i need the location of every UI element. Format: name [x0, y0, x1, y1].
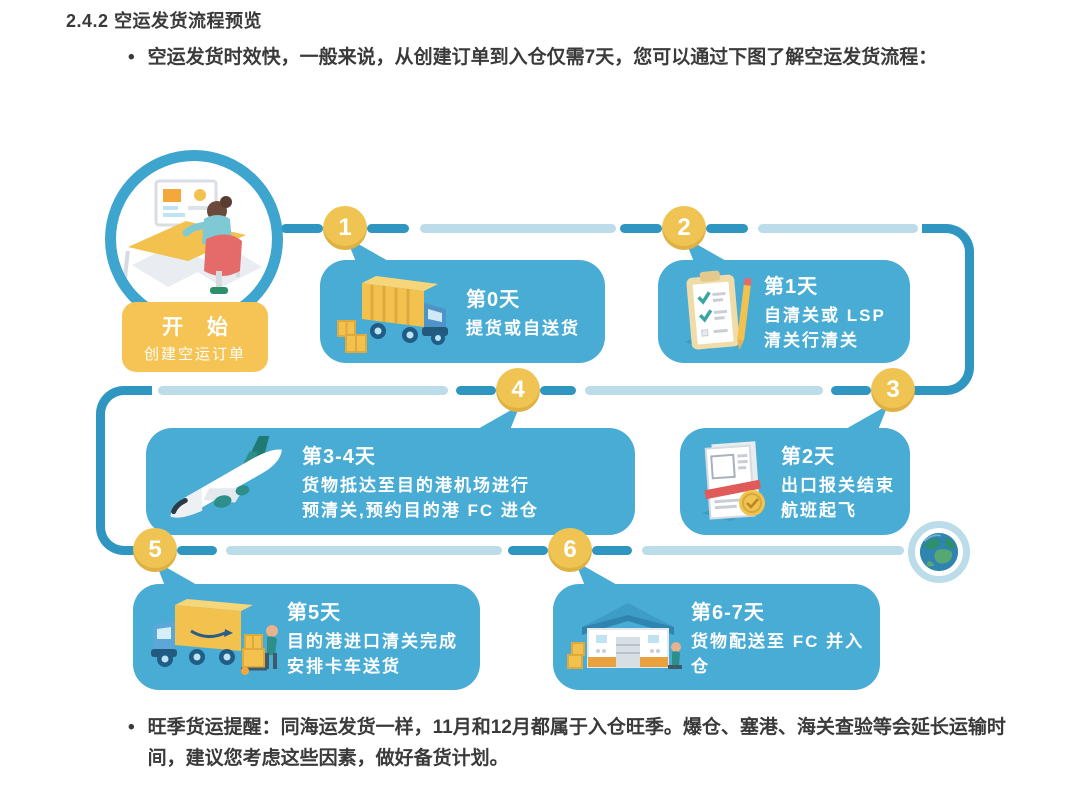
step-day-label: 第0天 — [466, 288, 521, 311]
step-desc-line: 安排卡车送货 — [287, 656, 401, 676]
connector-segment — [540, 386, 576, 395]
step-texts: 第0天 提货或自送货 — [466, 283, 580, 341]
step-day-label: 第3-4天 — [302, 446, 376, 468]
step-icon-box — [559, 593, 691, 681]
person-at-desk-icon — [121, 179, 262, 294]
step-desc-line: 提货或自送货 — [466, 318, 580, 338]
connector-segment — [831, 386, 871, 395]
step-icon-box — [152, 435, 302, 528]
delivery-truck-icon — [151, 599, 278, 675]
connector-curve-right — [922, 224, 974, 395]
connector-segment — [585, 386, 823, 395]
start-node-circle — [105, 150, 283, 328]
start-label: 开 始 — [162, 316, 237, 339]
step-texts: 第5天 目的港进口清关完成 安排卡车送货 — [287, 596, 458, 679]
bubble-tail — [476, 405, 520, 430]
airplane-icon — [170, 435, 282, 518]
pickup-truck-icon — [337, 275, 448, 353]
globe-icon — [919, 532, 959, 572]
step-desc-line: 预清关,预约目的港 FC 进仓 — [302, 501, 539, 520]
connector-segment — [420, 224, 616, 233]
step-day-label: 第2天 — [781, 446, 836, 468]
customs-doc-icon — [701, 440, 765, 521]
step-texts: 第6-7天 货物配送至 FC 并入仓 — [691, 596, 874, 679]
intro-text: 空运发货时效快，一般来说，从创建订单到入仓仅需7天，您可以通过下图了解空运发货流… — [147, 47, 938, 68]
step-day-label: 第6-7天 — [691, 601, 765, 624]
step-badge-3: 3 — [871, 368, 915, 412]
step-icon-box — [326, 269, 466, 355]
step-day-label: 第5天 — [287, 601, 342, 624]
connector-segment — [592, 546, 632, 555]
connector-segment — [642, 546, 904, 555]
step-texts: 第3-4天 货物抵达至目的港机场进行 预清关,预约目的港 FC 进仓 — [302, 440, 539, 523]
end-node — [908, 521, 970, 583]
step-badge-5: 5 — [133, 528, 177, 572]
step-bubble-4: 第3-4天 货物抵达至目的港机场进行 预清关,预约目的港 FC 进仓 — [146, 405, 635, 535]
step-badge-1: 1 — [323, 206, 367, 250]
step-icon-box — [664, 268, 764, 356]
start-node-label: 开 始 创建空运订单 — [122, 302, 268, 372]
clipboard-icon — [685, 270, 752, 350]
step-icon-box — [686, 437, 781, 527]
connector-segment — [620, 224, 662, 233]
step-desc-line: 清关行清关 — [764, 331, 859, 350]
bullet-marker: • — [128, 717, 135, 738]
step-badge-2: 2 — [662, 206, 706, 250]
connector-segment — [367, 224, 409, 233]
connector-curve-left — [96, 386, 152, 555]
bullet-marker: • — [128, 47, 135, 68]
connector-segment — [158, 386, 448, 395]
section-title: 空运发货流程预览 — [114, 11, 263, 31]
section-heading: 2.4.2 空运发货流程预览 — [66, 7, 262, 33]
step-bubble-3: 第2天 出口报关结束 航班起飞 — [680, 405, 910, 535]
step-desc-line: 目的港进口清关完成 — [287, 631, 458, 651]
step-bubble-2: 第1天 自清关或 LSP 清关行清关 — [658, 237, 910, 363]
step-texts: 第2天 出口报关结束 航班起飞 — [781, 440, 895, 523]
connector-segment — [281, 224, 323, 233]
connector-segment — [758, 224, 918, 233]
connector-segment — [905, 386, 927, 395]
step-icon-box — [139, 591, 287, 683]
warehouse-icon — [567, 603, 682, 669]
step-desc-line: 货物配送至 FC 并入仓 — [691, 631, 865, 676]
footer-paragraph: • 旺季货运提醒：同海运发货一样，11月和12月都属于入仓旺季。爆仓、塞港、海关… — [128, 712, 1008, 774]
connector-segment — [508, 546, 548, 555]
step-badge-6: 6 — [548, 528, 592, 572]
step-badge-4: 4 — [496, 368, 540, 412]
connector-segment — [456, 386, 496, 395]
connector-segment — [177, 546, 217, 555]
step-day-label: 第1天 — [764, 276, 819, 298]
connector-segment — [706, 224, 748, 233]
step-bubble-6: 第6-7天 货物配送至 FC 并入仓 — [553, 561, 880, 690]
step-desc-line: 自清关或 LSP — [764, 306, 886, 325]
step-desc-line: 出口报关结束 — [781, 476, 895, 495]
step-desc-line: 航班起飞 — [781, 501, 857, 520]
bubble-tail — [844, 405, 888, 430]
intro-paragraph: • 空运发货时效快，一般来说，从创建订单到入仓仅需7天，您可以通过下图了解空运发… — [128, 42, 1008, 73]
bubble-tail — [575, 561, 619, 586]
connector-segment — [226, 546, 502, 555]
section-number: 2.4.2 — [66, 11, 109, 31]
step-bubble-5: 第5天 目的港进口清关完成 安排卡车送货 — [133, 561, 480, 690]
start-sublabel: 创建空运订单 — [143, 346, 246, 363]
step-bubble-1: 第0天 提货或自送货 — [320, 237, 605, 363]
step-desc-line: 货物抵达至目的港机场进行 — [302, 476, 530, 495]
footer-text: 旺季货运提醒：同海运发货一样，11月和12月都属于入仓旺季。爆仓、塞港、海关查验… — [147, 717, 1006, 769]
step-texts: 第1天 自清关或 LSP 清关行清关 — [764, 270, 886, 353]
